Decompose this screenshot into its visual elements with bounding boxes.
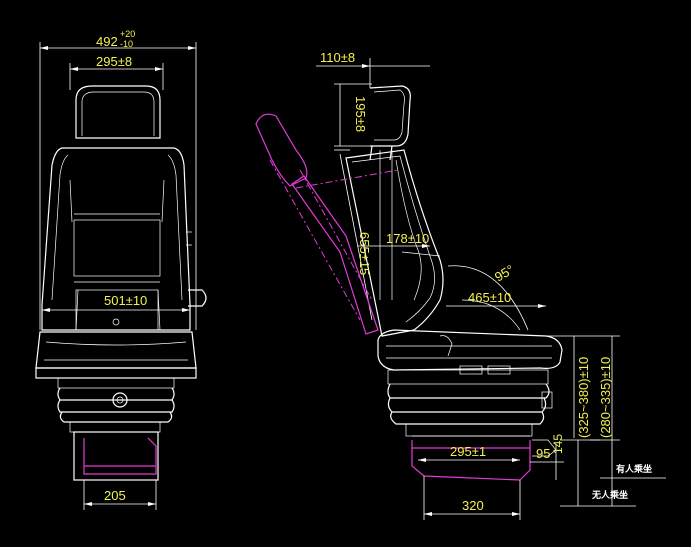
- height-range-dimensions: (325~380)±10 (280~335)±10: [560, 336, 666, 507]
- reclined-backrest: [255, 113, 399, 335]
- rail-height-dimension: 145: [551, 434, 600, 506]
- side-suspension: [387, 369, 553, 437]
- rail-offset-label: 95: [536, 446, 550, 461]
- front-suspension: [57, 377, 175, 433]
- backrest-height-label: 655±15: [357, 232, 372, 275]
- front-side-lever: [188, 289, 207, 307]
- base-total-dimension: 320: [423, 476, 521, 520]
- backrest-height-dimension: 655±15: [334, 149, 373, 321]
- base-width-label: 205: [104, 488, 126, 503]
- side-backrest: [345, 149, 444, 337]
- front-seat-cushion: [35, 331, 197, 369]
- seat-depth-dimension: 465±10: [446, 290, 546, 308]
- seat-width-label: 501±10: [104, 293, 147, 308]
- note-without-occupant: 无人乘坐: [591, 489, 628, 501]
- side-seat-cushion: [377, 329, 563, 371]
- lumbar-depth-label: 178±10: [386, 231, 429, 246]
- headrest-height-label: 195±8: [353, 96, 368, 132]
- side-headrest: [369, 85, 411, 147]
- base-total-label: 320: [462, 498, 484, 513]
- height-range-b-label: (280~335)±10: [598, 357, 613, 438]
- headrest-offset-label: 110±8: [320, 50, 355, 65]
- headrest-offset-dimension: 110±8: [316, 50, 430, 88]
- overall-width-tol-lower: -10: [120, 39, 133, 49]
- seat-depth-label: 465±10: [468, 290, 511, 305]
- front-base: 205: [73, 431, 159, 510]
- side-base: 295±1: [411, 435, 557, 481]
- front-headrest: [75, 85, 161, 139]
- overall-width-tol-upper: +20: [120, 29, 135, 39]
- overall-width-dimension: 492 +20 -10: [39, 29, 197, 330]
- overall-width-label: 492: [96, 34, 118, 49]
- headrest-width-label: 295±8: [96, 54, 132, 69]
- front-backrest: [41, 147, 191, 331]
- lumbar-depth-dimension: 178±10: [358, 231, 430, 248]
- note-with-occupant: 有人乘坐: [616, 463, 652, 475]
- headrest-width-dimension: 295±8: [69, 54, 164, 90]
- rail-height-label: 145: [551, 434, 565, 454]
- side-view: 110±8 195±8 655±15 178±: [255, 50, 666, 520]
- rail-offset-dimension: 95: [530, 444, 564, 480]
- seat-width-dimension: 501±10: [42, 293, 190, 312]
- height-range-a-label: (325~380)±10: [576, 357, 591, 438]
- front-view: 492 +20 -10 295±8: [35, 29, 207, 510]
- base-depth-label: 295±1: [450, 444, 486, 459]
- headrest-height-dimension: 195±8: [334, 83, 372, 147]
